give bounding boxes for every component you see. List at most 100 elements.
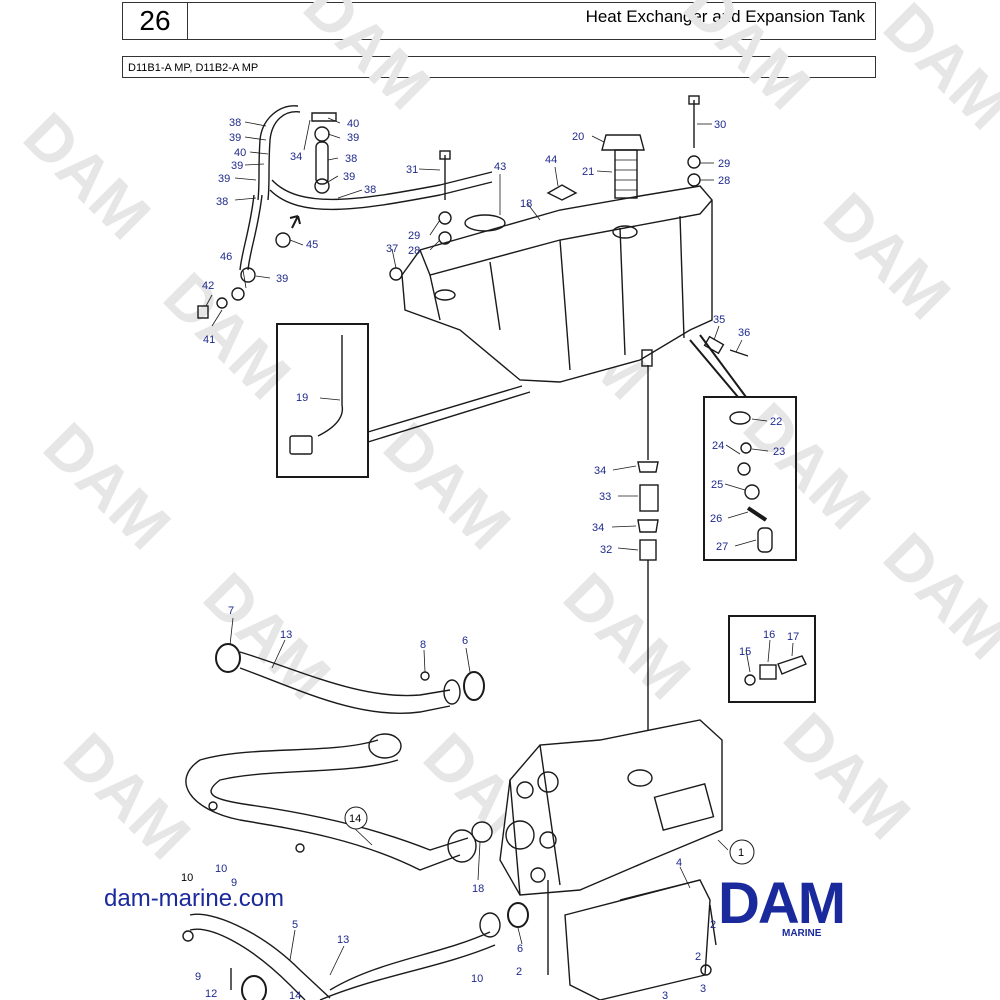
exchanger-port [537, 771, 559, 793]
clamp-39-lower [240, 267, 256, 283]
page-title: Heat Exchanger and Expansion Tank [585, 7, 865, 26]
hose-13-lower [319, 944, 496, 1000]
hose-piece-38 [315, 141, 329, 185]
callout-41: 41 [203, 334, 215, 346]
hose-14 [185, 739, 461, 871]
callout-5: 5 [292, 919, 298, 931]
callout-30: 30 [714, 119, 726, 131]
website-link[interactable]: dam-marine.com [104, 885, 285, 912]
tank-rib [619, 227, 626, 356]
flange [443, 679, 461, 705]
sleeve-33 [639, 484, 659, 512]
callout-27: 27 [716, 541, 728, 553]
sensor-inset-box [276, 323, 369, 478]
callout-39: 39 [343, 171, 355, 183]
seal-ring-18 [471, 821, 493, 843]
callout-9: 9 [195, 971, 201, 983]
callout-7: 7 [228, 605, 234, 617]
circled-callouts: 1 14 [344, 806, 755, 865]
watermark: DAM [550, 559, 704, 713]
callout-40: 40 [347, 118, 359, 130]
adapter-16 [759, 664, 777, 680]
tank-boss [434, 289, 456, 301]
hose-14 [210, 759, 469, 851]
washer-29 [438, 211, 452, 225]
callout-24: 24 [712, 440, 724, 452]
callout-17: 17 [787, 631, 799, 643]
callout-38: 38 [229, 117, 241, 129]
callout-33: 33 [599, 491, 611, 503]
callout-3: 3 [662, 990, 668, 1000]
inset-pointer [689, 334, 747, 398]
callout-14: 14 [289, 990, 301, 1000]
callout-39: 39 [218, 173, 230, 185]
tank-outlet [641, 349, 653, 367]
callout-45: 45 [306, 239, 318, 251]
callout-39: 39 [276, 273, 288, 285]
exchanger-face [539, 744, 561, 886]
callout-1: 1 [738, 847, 744, 859]
plug-42 [197, 305, 209, 319]
strainer-21 [614, 149, 638, 199]
nut-34 [637, 519, 659, 533]
exchanger-port [539, 831, 557, 849]
watermark: DAM [770, 699, 924, 853]
callout-3: 3 [700, 983, 706, 995]
expansion-tank [401, 185, 713, 383]
watermark: DAM [730, 389, 884, 543]
callout-42: 42 [202, 280, 214, 292]
clamp-39 [314, 126, 330, 142]
watermark: DAM [870, 519, 1000, 673]
callout-26: 26 [710, 513, 722, 525]
callout-12: 12 [205, 988, 217, 1000]
callout-37: 37 [386, 243, 398, 255]
logo-subtitle: MARINE [782, 928, 822, 939]
callout-6: 6 [462, 635, 468, 647]
cap-44 [546, 184, 578, 201]
callout-2: 2 [516, 966, 522, 978]
callout-10: 10 [181, 872, 193, 884]
seal-ring-12 [241, 975, 267, 1000]
watermark: DAM [10, 99, 164, 253]
callout-35: 35 [713, 314, 725, 326]
callout-2: 2 [710, 919, 716, 931]
callout-23: 23 [773, 446, 785, 458]
watermark: DAM [50, 719, 204, 873]
callout-22: 22 [770, 416, 782, 428]
flange-lower [479, 912, 501, 938]
upper-hose [257, 105, 299, 201]
callout-38: 38 [345, 153, 357, 165]
washer-24 [737, 462, 751, 476]
callout-labels: 38 39 40 39 39 38 40 39 34 38 39 38 31 4… [181, 117, 799, 1000]
nut-3 [700, 964, 712, 976]
clamp-39 [314, 178, 330, 194]
hose-13-lower [329, 931, 491, 991]
callout-29: 29 [718, 158, 730, 170]
dam-logo: DAM [718, 871, 846, 936]
callout-25: 25 [711, 479, 723, 491]
seal-ring-7 [215, 643, 241, 673]
exchanger-port [530, 867, 546, 883]
callout-34: 34 [290, 151, 302, 163]
callout-14-circled: 14 [349, 813, 361, 825]
callout-6: 6 [517, 943, 523, 955]
watermark: DAM [370, 409, 524, 563]
bolt-31-head [439, 150, 451, 160]
hose-27 [757, 527, 773, 553]
callout-39: 39 [347, 132, 359, 144]
seal-ring-6-lower [507, 902, 529, 928]
callout-43: 43 [494, 161, 506, 173]
sensor-plug [289, 435, 313, 455]
bracket-bar [619, 879, 701, 901]
bracket-4 [564, 879, 711, 1000]
model-designation: D11B1-A MP, D11B2-A MP [122, 56, 876, 78]
callout-28: 28 [408, 245, 420, 257]
exchanger-face [509, 779, 521, 896]
callout-13: 13 [280, 629, 292, 641]
callout-28: 28 [718, 175, 730, 187]
watermark-layer: DAM DAM DAM DAM DAM DAM DAM DAM DAM DAM … [10, 0, 1000, 873]
callout-18: 18 [520, 198, 532, 210]
valve-inset-box [703, 396, 797, 561]
pipe-5 [189, 928, 306, 1000]
hose-13-upper [239, 667, 451, 714]
